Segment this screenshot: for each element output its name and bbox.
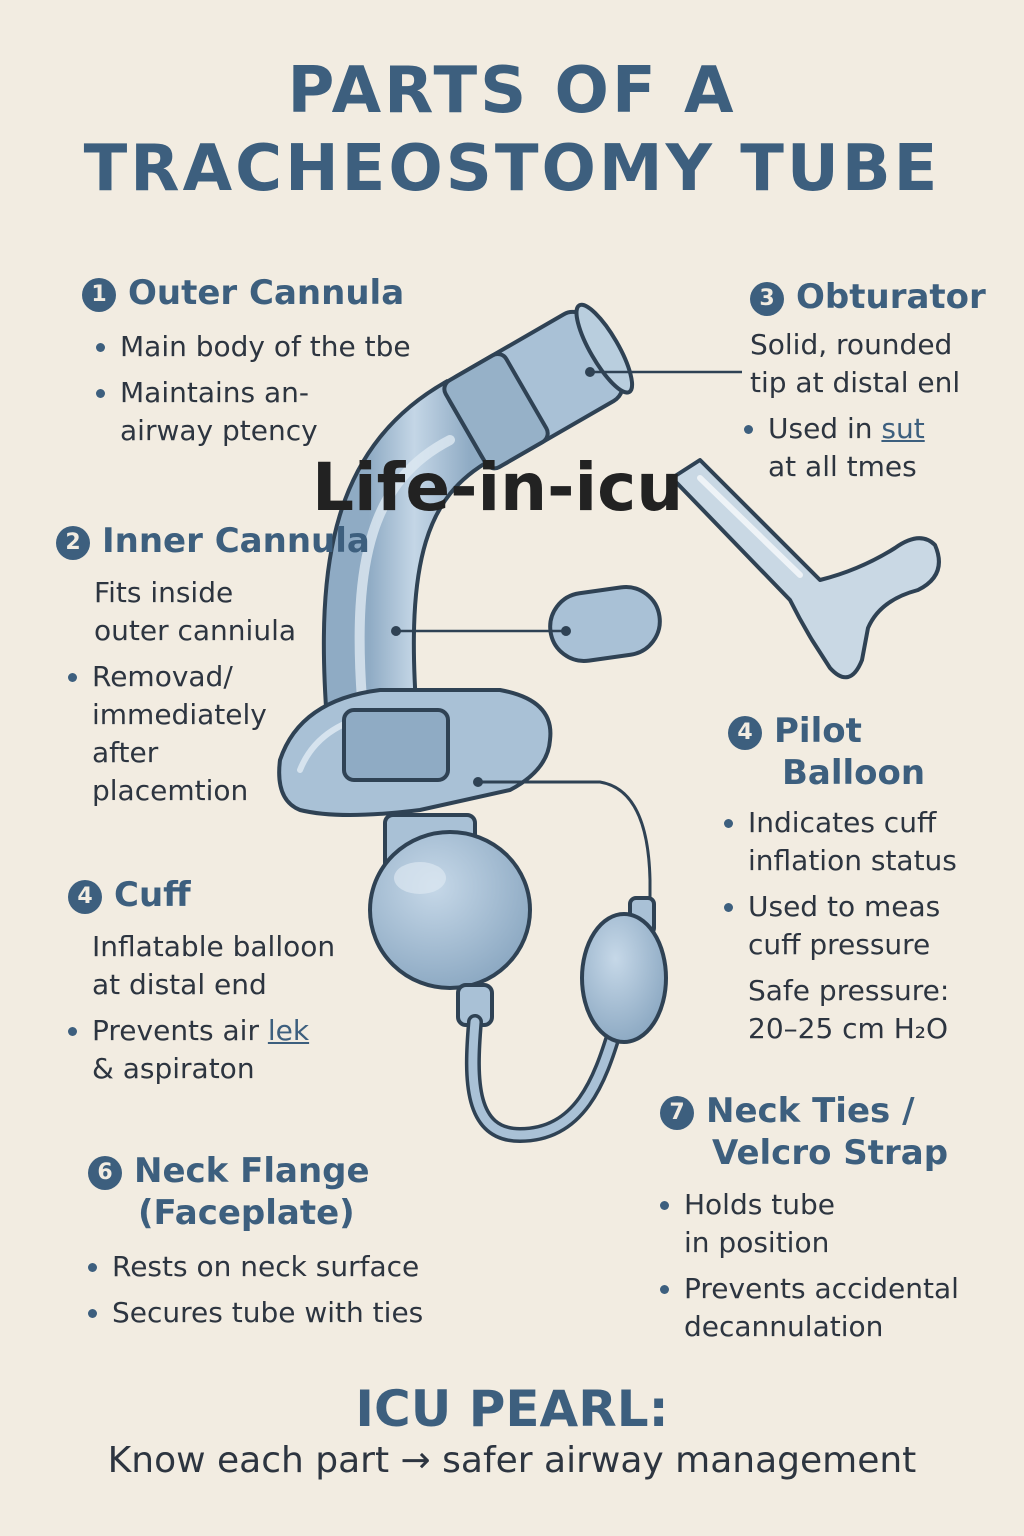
paragraph-line: tip at distal enl [750,366,961,399]
bullet-text: Prevents accidental [684,1272,959,1305]
outer-cannula-heading: 1 Outer Cannula [82,272,411,314]
cuff-heading: 4 Cuff [68,874,335,916]
outer-cannula-connector [442,302,635,471]
bullet-underlined-text: lek [267,1014,310,1047]
bullet-text: cuff pressure [748,928,931,961]
paragraph-line: at distal end [92,968,267,1001]
bullet-item: Rests on neck surface [86,1248,423,1286]
bullet-text: inflation status [748,844,957,877]
neck-flange-section: 6 Neck Flange (Faceplate) Rests on neck s… [88,1150,423,1332]
outer-cannula-section: 1 Outer Cannula Main body of the tbe Main… [82,272,411,450]
bullet-text: immediately [92,698,267,731]
number-badge: 6 [88,1156,122,1190]
bullet-item: Maintains an- airway ptency [94,374,411,450]
paragraph-line: Safe pressure: [748,974,950,1007]
bullet-text: placemtion [92,774,249,807]
neck-ties-section: 7 Neck Ties / Velcro Strap Holds tube in … [658,1090,959,1346]
heading-label: Inner Cannula [102,521,370,561]
paragraph-line: Inflatable balloon [92,930,336,963]
bullet-item: Main body of the tbe [94,328,411,366]
page-title-line-1: PARTS OF A [287,54,737,128]
bullet-item: Used to meas cuff pressure [722,888,957,964]
bullet-item: Indicates cuff inflation status [722,804,957,880]
cuff-section: 4 Cuff Inflatable balloon at distal end P… [68,874,335,1088]
bullet-underlined-text: sut [881,412,925,445]
bullet-item: Holds tube in position [658,1186,959,1262]
cuff-balloon [368,830,532,990]
bullet-item: Prevents accidental decannulation [658,1270,959,1346]
inner-cannula-section: 2 Inner Cannula Fits inside outer canniul… [56,520,370,810]
number-badge: 7 [660,1096,694,1130]
pilot-balloon-heading: 4 Pilot Balloon [728,710,957,794]
number-badge: 3 [750,282,784,316]
watermark-text: Life-in-icu [312,449,684,526]
inner-cannula-capsule [548,585,662,663]
bullet-text: Holds tube [684,1188,835,1221]
heading-label: Cuff [114,875,191,915]
paragraph-line: Fits inside [94,576,234,609]
obturator-shape [670,458,941,680]
bullet-item: Secures tube with ties [86,1294,423,1332]
bullet-text: in position [684,1226,830,1259]
bullet-text: & aspiraton [92,1052,255,1085]
neck-flange-heading: 6 Neck Flange (Faceplate) [88,1150,423,1234]
number-badge: 1 [82,278,116,312]
number-badge: 4 [728,716,762,750]
heading-label: Neck Flange [134,1151,370,1191]
bullet-text: Used to meas [748,890,941,923]
heading-label: Neck Ties / [706,1091,915,1131]
icu-pearl-text: Know each part → safer airway management [107,1440,917,1481]
heading-label: Pilot [774,711,862,751]
icu-pearl-title: ICU PEARL: [355,1380,669,1438]
heading-label: Balloon [782,753,926,793]
obturator-heading: 3 Obturator [750,276,986,318]
pilot-balloon-section: 4 Pilot Balloon Indicates cuff inflation … [723,710,957,1048]
heading-label: (Faceplate) [138,1193,355,1233]
bullet-text: Prevents air [92,1014,268,1047]
heading-label: Obturator [796,277,986,317]
neck-ties-heading: 7 Neck Ties / Velcro Strap [660,1090,959,1174]
inner-cannula-heading: 2 Inner Cannula [56,520,370,562]
bullet-text: Maintains an- [120,376,309,409]
paragraph-line: 20–25 cm H₂O [748,1012,949,1045]
bullet-item: Prevents air lek & aspiraton [66,1012,335,1088]
bullet-text: airway ptency [120,414,318,447]
bullet-text: Indicates cuff [748,806,937,839]
bullet-text: decannulation [684,1310,884,1343]
bullet-item: Used in sut at all tmes [742,410,986,486]
bullet-text: at all tmes [768,450,917,483]
paragraph-line: Solid, rounded [750,328,953,361]
bullet-text: Removad/ [92,660,233,693]
page-title-line-2: TRACHEOSTOMY TUBE [83,132,941,206]
bullet-item: Removad/ immediately after placemtion [66,658,370,810]
obturator-section: 3 Obturator Solid, rounded tip at distal … [743,276,986,486]
paragraph-line: outer canniula [94,614,297,647]
number-badge: 4 [68,880,102,914]
pilot-balloon-shape [580,912,668,1044]
number-badge: 2 [56,526,90,560]
heading-label: Velcro Strap [712,1133,949,1173]
heading-label: Outer Cannula [128,273,405,313]
bullet-text: Used in [768,412,882,445]
bullet-text: after [92,736,159,769]
